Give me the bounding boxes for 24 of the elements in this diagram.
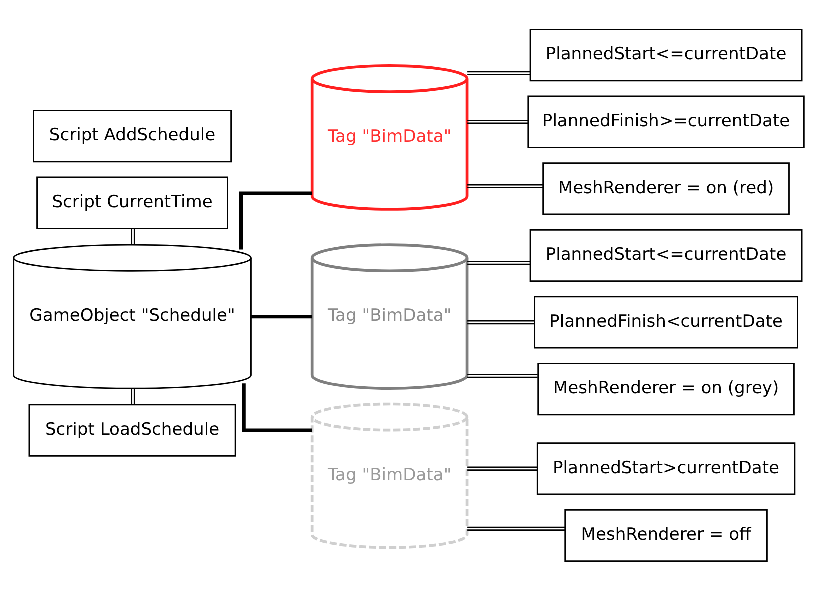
connector (468, 260, 530, 265)
connector (239, 191, 312, 250)
node-box: MeshRenderer = on (grey) (538, 362, 795, 416)
node-box: Script CurrentTime (36, 176, 228, 229)
node-box: PlannedStart<=currentDate (530, 28, 803, 82)
node-box: PlannedFinish>=currentDate (528, 95, 805, 148)
node-box: PlannedFinish<currentDate (534, 296, 798, 348)
connector (468, 70, 530, 76)
connector (242, 383, 312, 432)
connector (468, 466, 538, 471)
connector (251, 314, 312, 318)
node-box: MeshRenderer = on (red) (542, 162, 790, 215)
connector (468, 184, 544, 188)
connector (131, 228, 136, 244)
connector (468, 374, 538, 378)
connector (131, 388, 136, 404)
node-box: Script LoadSchedule (28, 404, 236, 456)
node-box: PlannedStart<=currentDate (530, 228, 803, 282)
connector (468, 320, 535, 324)
node-box: MeshRenderer = off (564, 508, 768, 562)
connector (468, 119, 528, 124)
connector (468, 526, 566, 531)
node-box: PlannedStart>currentDate (536, 442, 796, 495)
node-box: Script AddSchedule (33, 110, 232, 162)
